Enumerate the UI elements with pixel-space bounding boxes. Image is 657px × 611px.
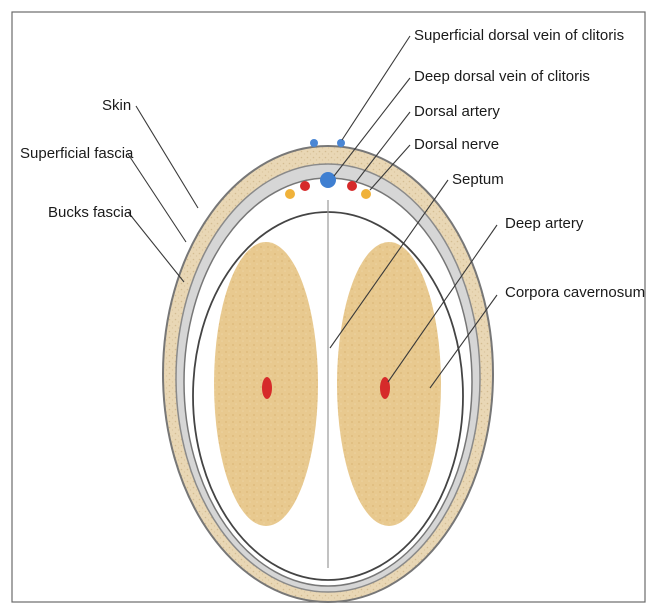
dorsal-nerve-left bbox=[285, 189, 295, 199]
deep-dorsal-vein bbox=[320, 172, 336, 188]
deep-artery-right bbox=[380, 377, 390, 399]
superficial-dorsal-vein-right bbox=[337, 139, 345, 147]
label-bucks-fascia: Bucks fascia bbox=[48, 204, 133, 221]
leader-bucks-fascia bbox=[128, 212, 184, 282]
label-dorsal-nerve: Dorsal nerve bbox=[414, 136, 499, 153]
label-deep-artery: Deep artery bbox=[505, 215, 584, 232]
label-septum: Septum bbox=[452, 171, 504, 188]
deep-artery-left bbox=[262, 377, 272, 399]
leader-superficial-fascia bbox=[128, 154, 186, 242]
dorsal-artery-right bbox=[347, 181, 357, 191]
superficial-dorsal-vein-left bbox=[310, 139, 318, 147]
label-skin: Skin bbox=[102, 97, 131, 114]
leader-skin bbox=[136, 106, 198, 208]
label-deep-dorsal-vein: Deep dorsal vein of clitoris bbox=[414, 68, 590, 85]
label-superficial-fascia: Superficial fascia bbox=[20, 145, 134, 162]
label-corpora-cavernosum: Corpora cavernosum bbox=[505, 284, 645, 301]
dorsal-nerve-right bbox=[361, 189, 371, 199]
label-dorsal-artery: Dorsal artery bbox=[414, 103, 500, 120]
dorsal-artery-left bbox=[300, 181, 310, 191]
label-superficial-dorsal-vein: Superficial dorsal vein of clitoris bbox=[414, 27, 624, 44]
